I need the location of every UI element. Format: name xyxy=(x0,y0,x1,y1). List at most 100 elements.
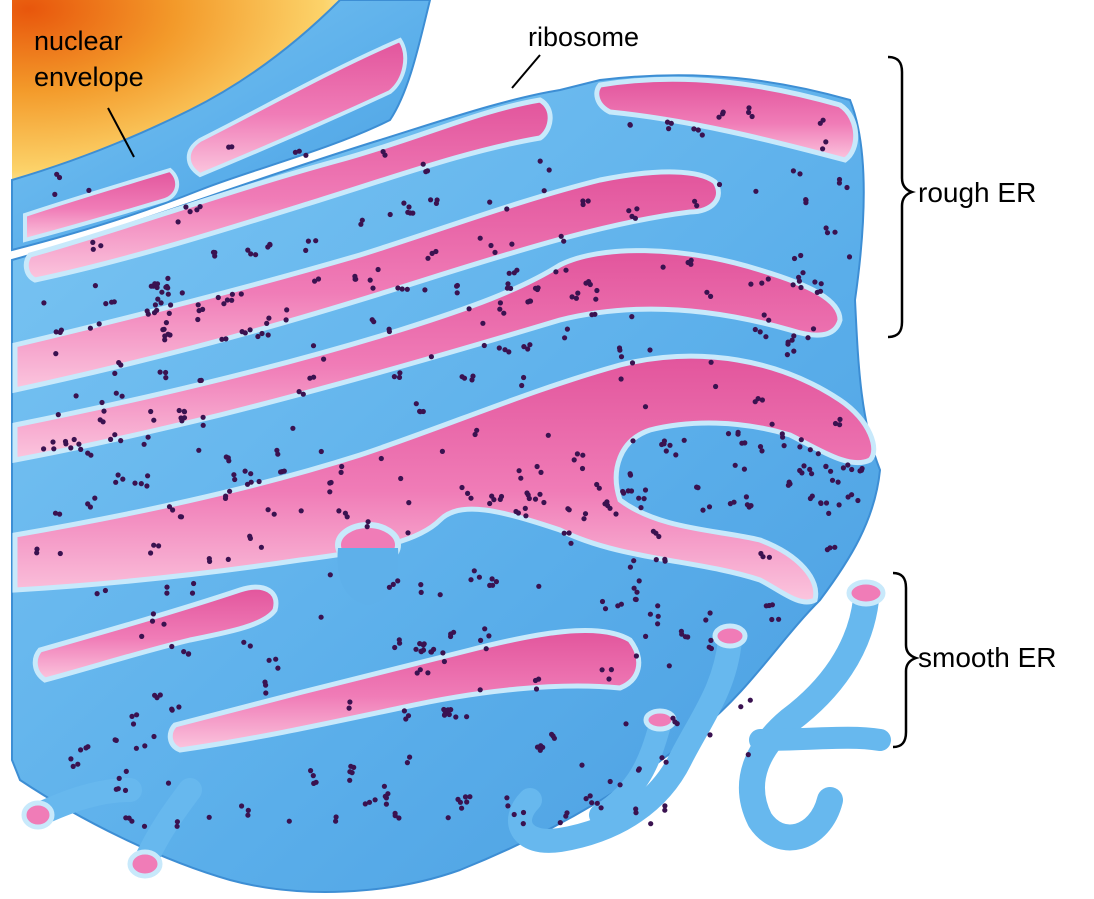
ribosome-dot xyxy=(273,657,278,662)
ribosome-dot xyxy=(634,653,639,658)
ribosome-dot xyxy=(366,519,371,524)
smooth-er-bracket xyxy=(893,573,916,747)
ribosome-dot xyxy=(397,637,402,642)
ribosome-dot xyxy=(807,467,812,472)
ribosome-dot xyxy=(776,617,781,622)
ribosome-dot xyxy=(696,127,701,132)
ribosome-dot xyxy=(667,443,672,448)
ribosome-dot xyxy=(406,500,411,505)
ribosome-dot xyxy=(308,768,313,773)
ribosome-dot xyxy=(227,489,232,494)
ribosome-dot xyxy=(413,647,418,652)
ribosome-dot xyxy=(643,634,648,639)
ribosome-dot xyxy=(86,188,91,193)
ribosome-dot xyxy=(791,349,796,354)
ribosome-dot xyxy=(766,318,771,323)
ribosome-dot xyxy=(152,310,157,315)
ribosome-dot xyxy=(384,795,389,800)
ribosome-dot xyxy=(691,126,696,131)
ribosome-dot xyxy=(833,421,838,426)
ribosome-dot xyxy=(759,281,764,286)
ribosome-dot xyxy=(405,530,410,535)
tubule-end-3 xyxy=(646,711,674,729)
ribosome-dot xyxy=(597,486,602,491)
ribosome-dot xyxy=(570,294,575,299)
ribosome-dot xyxy=(212,253,217,258)
ribosome-dot xyxy=(836,480,841,485)
ribosome-dot xyxy=(521,375,526,380)
ribosome-dot xyxy=(401,201,406,206)
ribosome-dot xyxy=(786,483,791,488)
ribosome-dot xyxy=(162,333,167,338)
ribosome-dot xyxy=(117,776,122,781)
ribosome-dot xyxy=(120,477,125,482)
ribosome-dot xyxy=(766,276,771,281)
ribosome-dot xyxy=(584,796,589,801)
ribosome-dot xyxy=(68,756,73,761)
ribosome-dot xyxy=(538,743,543,748)
ribosome-dot xyxy=(626,208,631,213)
ribosome-dot xyxy=(146,435,151,440)
ribosome-dot xyxy=(230,292,235,297)
ribosome-dot xyxy=(112,432,117,437)
ribosome-dot xyxy=(845,462,850,467)
ribosome-dot xyxy=(275,666,280,671)
ribosome-dot xyxy=(387,329,392,334)
ribosome-dot xyxy=(158,370,163,375)
ribosome-dot xyxy=(469,377,474,382)
ribosome-dot xyxy=(41,446,46,451)
ribosome-dot xyxy=(196,448,201,453)
ribosome-dot xyxy=(98,243,103,248)
ribosome-dot xyxy=(633,597,638,602)
ribosome-dot xyxy=(593,297,598,302)
ribosome-dot xyxy=(321,357,326,362)
ribosome-dot xyxy=(418,582,423,587)
ribosome-dot xyxy=(633,810,638,815)
ribosome-dot xyxy=(454,284,459,289)
ribosome-dot xyxy=(459,806,464,811)
ribosome-dot xyxy=(41,300,46,305)
ribosome-dot xyxy=(648,612,653,617)
ribosome-dot xyxy=(655,603,660,608)
ribosome-dot xyxy=(313,238,318,243)
ribosome-dot xyxy=(656,614,661,619)
ribosome-dot xyxy=(830,478,835,483)
ribosome-dot xyxy=(97,321,102,326)
ribosome-dot xyxy=(327,489,332,494)
ribosome-dot xyxy=(284,317,289,322)
ribosome-dot xyxy=(512,812,517,817)
ribosome-dot xyxy=(599,805,604,810)
ribosome-dot xyxy=(239,291,244,296)
ribosome-dot xyxy=(478,236,483,241)
ribosome-dot xyxy=(619,376,624,381)
ribosome-dot xyxy=(770,422,775,427)
ribosome-dot xyxy=(188,209,193,214)
ribosome-dot xyxy=(232,477,237,482)
ribosome-dot xyxy=(339,464,344,469)
ribosome-dot xyxy=(91,247,96,252)
ribosome-dot xyxy=(257,479,262,484)
ribosome-dot xyxy=(588,282,593,287)
ribosome-dot xyxy=(414,401,419,406)
ribosome-dot xyxy=(490,576,495,581)
ribosome-dot xyxy=(152,693,157,698)
ribosome-dot xyxy=(619,602,624,607)
ribosome-dot xyxy=(514,268,519,273)
ribosome-dot xyxy=(533,286,538,291)
ribosome-dot xyxy=(103,588,108,593)
ribosome-dot xyxy=(75,762,80,767)
ribosome-dot xyxy=(419,649,424,654)
ribosome-dot xyxy=(392,374,397,379)
ribosome-dot xyxy=(568,541,573,546)
tubule-end-5 xyxy=(130,852,160,876)
ribosome-dot xyxy=(428,197,433,202)
ribosome-dot xyxy=(791,282,796,287)
ribosome-dot xyxy=(150,619,155,624)
ribosome-dot xyxy=(491,497,496,502)
ribosome-dot xyxy=(580,453,585,458)
ribosome-dot xyxy=(666,126,671,131)
ribosome-dot xyxy=(567,507,572,512)
ribosome-dot xyxy=(345,514,350,519)
ribosome-dot xyxy=(828,469,833,474)
ribosome-dot xyxy=(538,159,543,164)
